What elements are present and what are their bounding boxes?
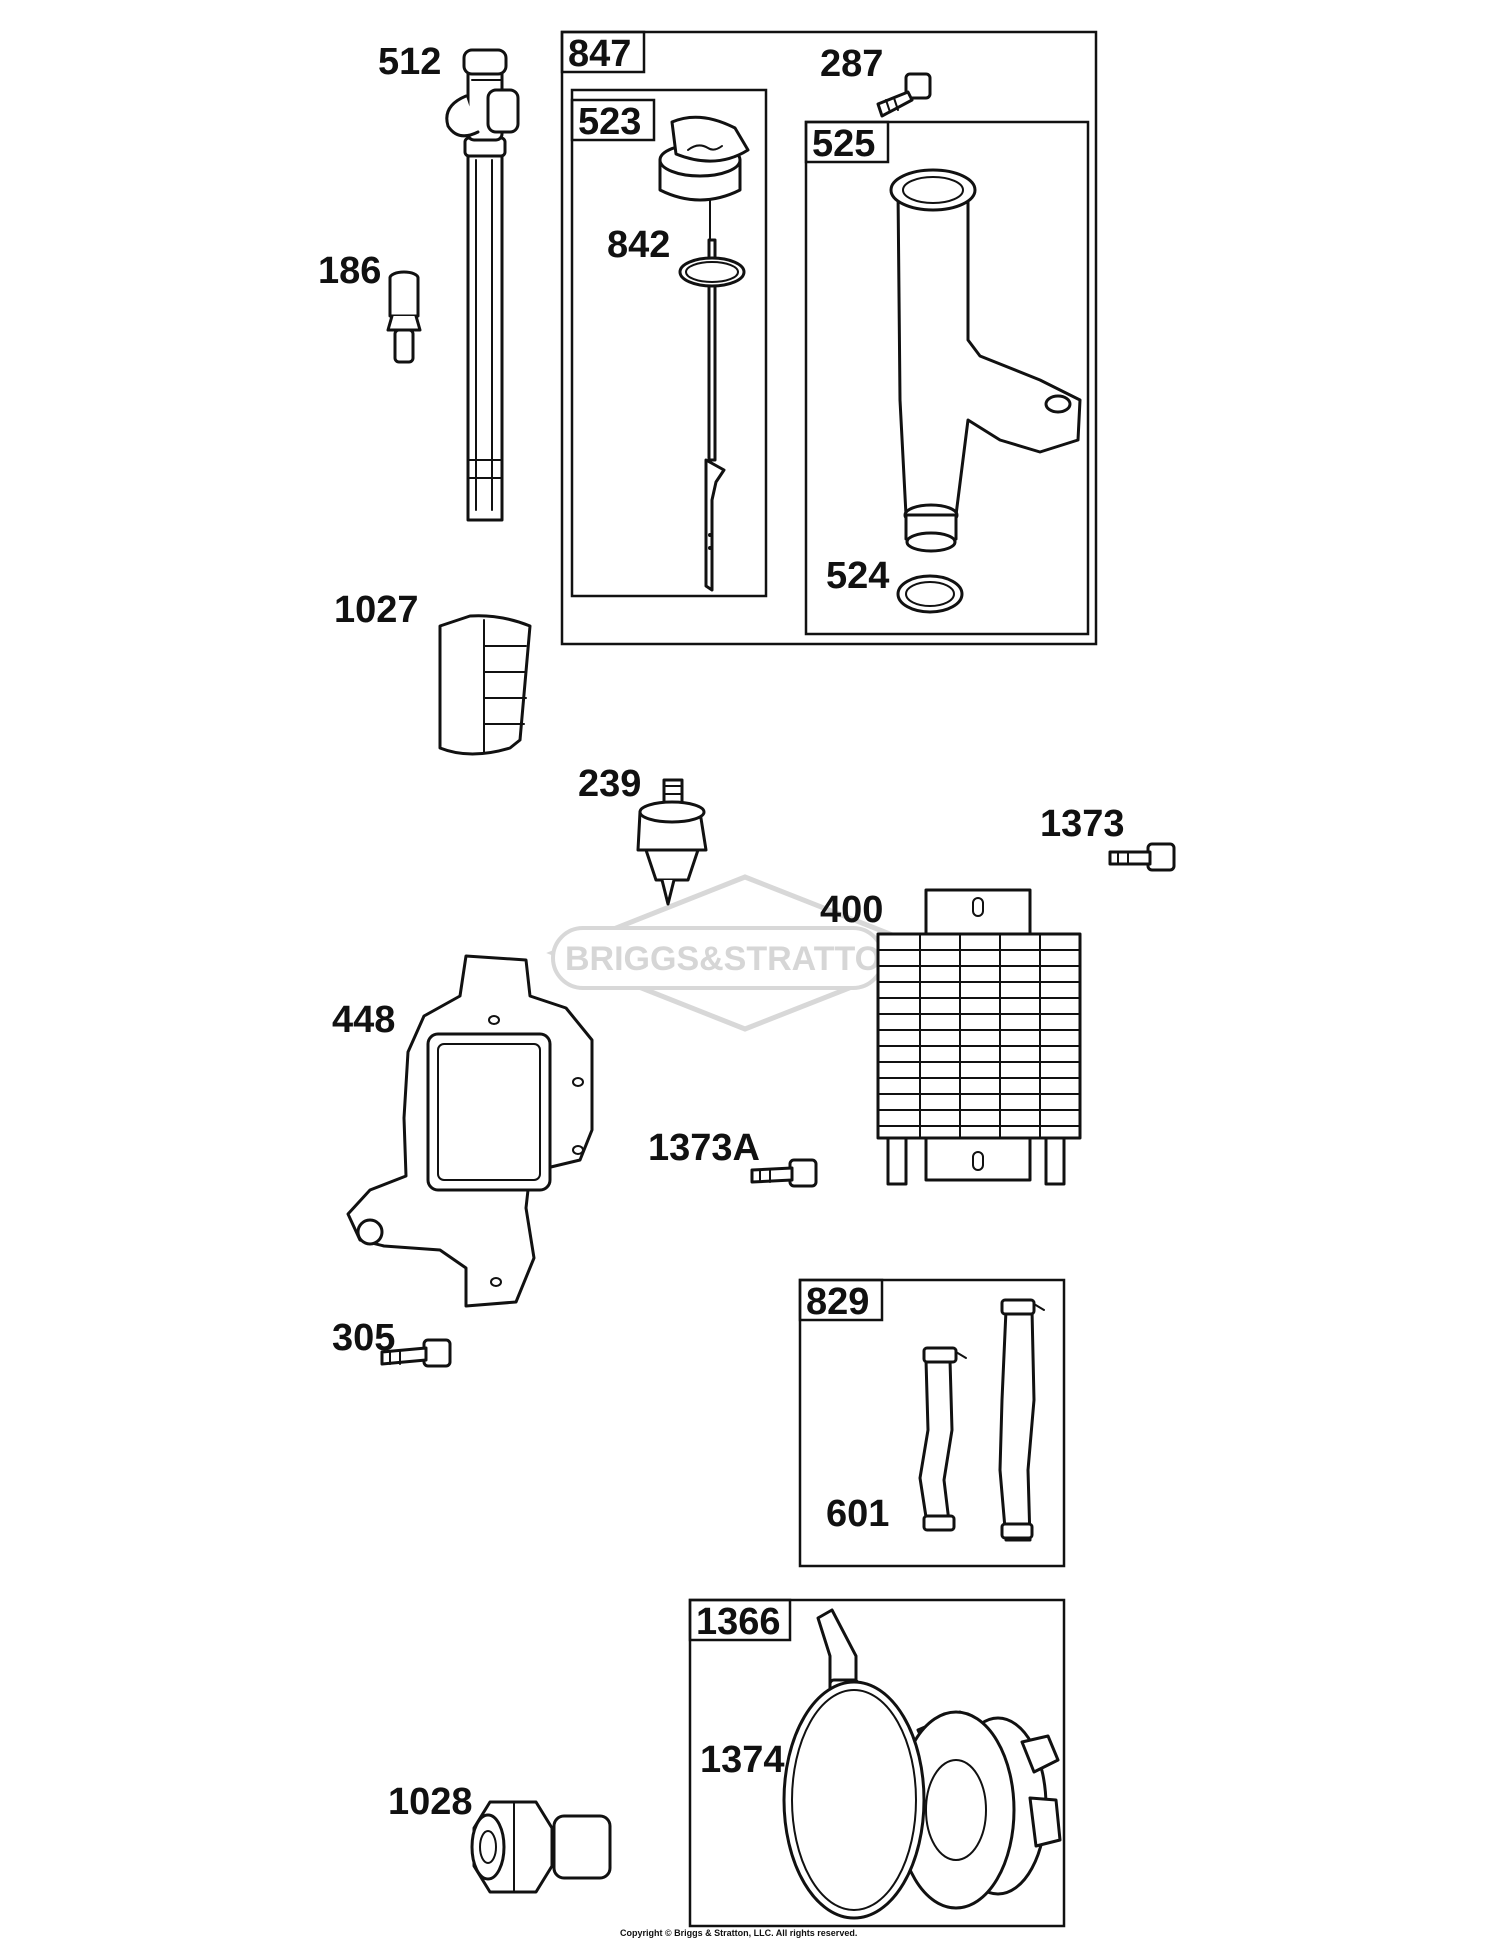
hose-icon [998, 1298, 1045, 1542]
screw-icon [1108, 842, 1176, 872]
label-1028: 1028 [388, 1781, 473, 1823]
kit-tag-1366 [688, 1598, 792, 1642]
label-287: 287 [820, 43, 883, 85]
gasket-icon [346, 954, 594, 1308]
kit-frame-525 [804, 120, 1090, 636]
oil-pressure-switch-icon [636, 778, 708, 906]
label-1366: 1366 [696, 1601, 781, 1643]
kit-frame-523 [570, 88, 768, 598]
watermark-logo: BRIGGS&STRATTON [546, 874, 945, 1032]
label-601: 601 [826, 1493, 889, 1535]
kit-tag-847 [560, 30, 646, 74]
label-1373: 1373 [1040, 803, 1125, 845]
label-842: 842 [607, 224, 670, 266]
o-ring-icon [782, 1680, 926, 1920]
label-525: 525 [812, 123, 875, 165]
label-400: 400 [820, 889, 883, 931]
o-ring-icon [896, 574, 964, 614]
oil-fill-tube-icon [889, 168, 1082, 553]
label-1374: 1374 [700, 1739, 785, 1781]
breather-fitting-icon [386, 270, 422, 364]
label-239: 239 [578, 763, 641, 805]
screw-icon [750, 1158, 818, 1188]
filter-adapter-icon [816, 1608, 1062, 1910]
kit-tag-525 [804, 120, 890, 164]
watermark-text: BRIGGS&STRATTON [565, 940, 906, 978]
kit-tag-829 [798, 1278, 884, 1322]
label-847: 847 [568, 33, 631, 75]
screw-icon [876, 72, 932, 118]
label-829: 829 [806, 1281, 869, 1323]
kit-frame-829 [798, 1278, 1066, 1568]
dipstick-tube-icon [445, 48, 520, 522]
label-523: 523 [578, 101, 641, 143]
screw-icon [380, 1338, 452, 1368]
oil-filter-icon [438, 614, 532, 756]
nipple-fitting-icon [470, 1800, 612, 1894]
label-305: 305 [332, 1317, 395, 1359]
oil-cooler-icon [876, 888, 1082, 1186]
label-1373A: 1373A [648, 1127, 760, 1169]
label-186: 186 [318, 250, 381, 292]
label-448: 448 [332, 999, 395, 1041]
copyright-text: Copyright © Briggs & Stratton, LLC. All … [620, 1928, 857, 1938]
oil-cap-icon [658, 115, 750, 592]
hose-icon [918, 1346, 967, 1532]
label-512: 512 [378, 41, 441, 83]
label-524: 524 [826, 555, 889, 597]
kit-frame-847 [560, 30, 1098, 646]
label-1027: 1027 [334, 589, 419, 631]
kit-tag-523 [570, 98, 656, 142]
kit-frame-1366 [688, 1598, 1066, 1928]
o-ring-icon [678, 256, 746, 288]
